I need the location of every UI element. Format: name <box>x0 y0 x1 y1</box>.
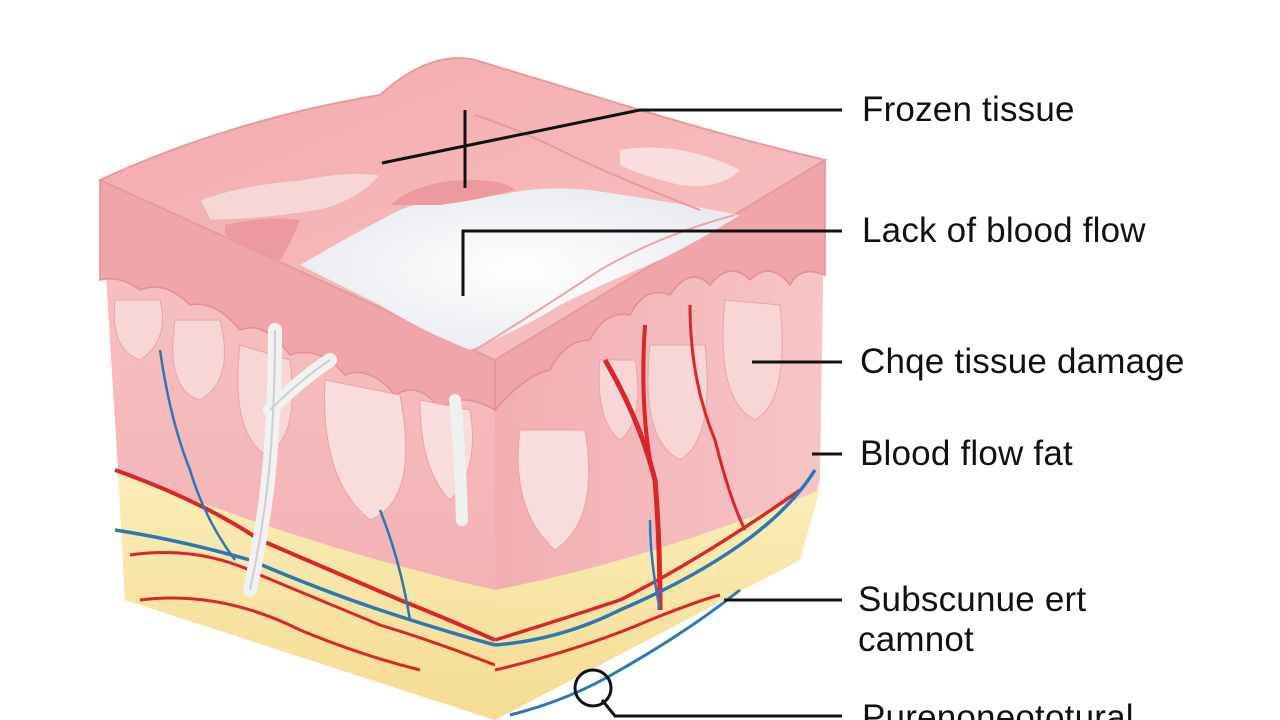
right-artery <box>602 358 663 611</box>
leader-lines <box>381 108 842 718</box>
left-vein <box>114 528 496 647</box>
label-tissue-damage: Chqe tissue damage <box>860 342 1185 381</box>
label-subcutaneous-line2: camnot <box>858 620 974 659</box>
left-gland <box>113 299 163 361</box>
leader-lack-of-blood-flow <box>461 229 842 296</box>
highlight-patch <box>620 147 740 186</box>
label-subcutaneous-line1: Subscunue ert <box>858 580 1087 619</box>
label-blood-flow-fat: Blood flow fat <box>860 434 1073 473</box>
left-artery <box>114 468 496 642</box>
nerve-callout-ring <box>573 668 613 708</box>
leader-frozen-tissue <box>381 108 842 188</box>
label-bottom: Purenoneototural <box>862 698 1134 720</box>
label-frozen-tissue: Frozen tissue <box>862 90 1075 129</box>
right-vein <box>494 469 817 647</box>
label-lack-of-blood-flow: Lack of blood flow <box>862 211 1146 250</box>
leader-bottom <box>600 699 842 718</box>
top-face <box>97 57 828 362</box>
right-face <box>494 158 826 720</box>
frozen-tissue-area <box>300 188 740 350</box>
